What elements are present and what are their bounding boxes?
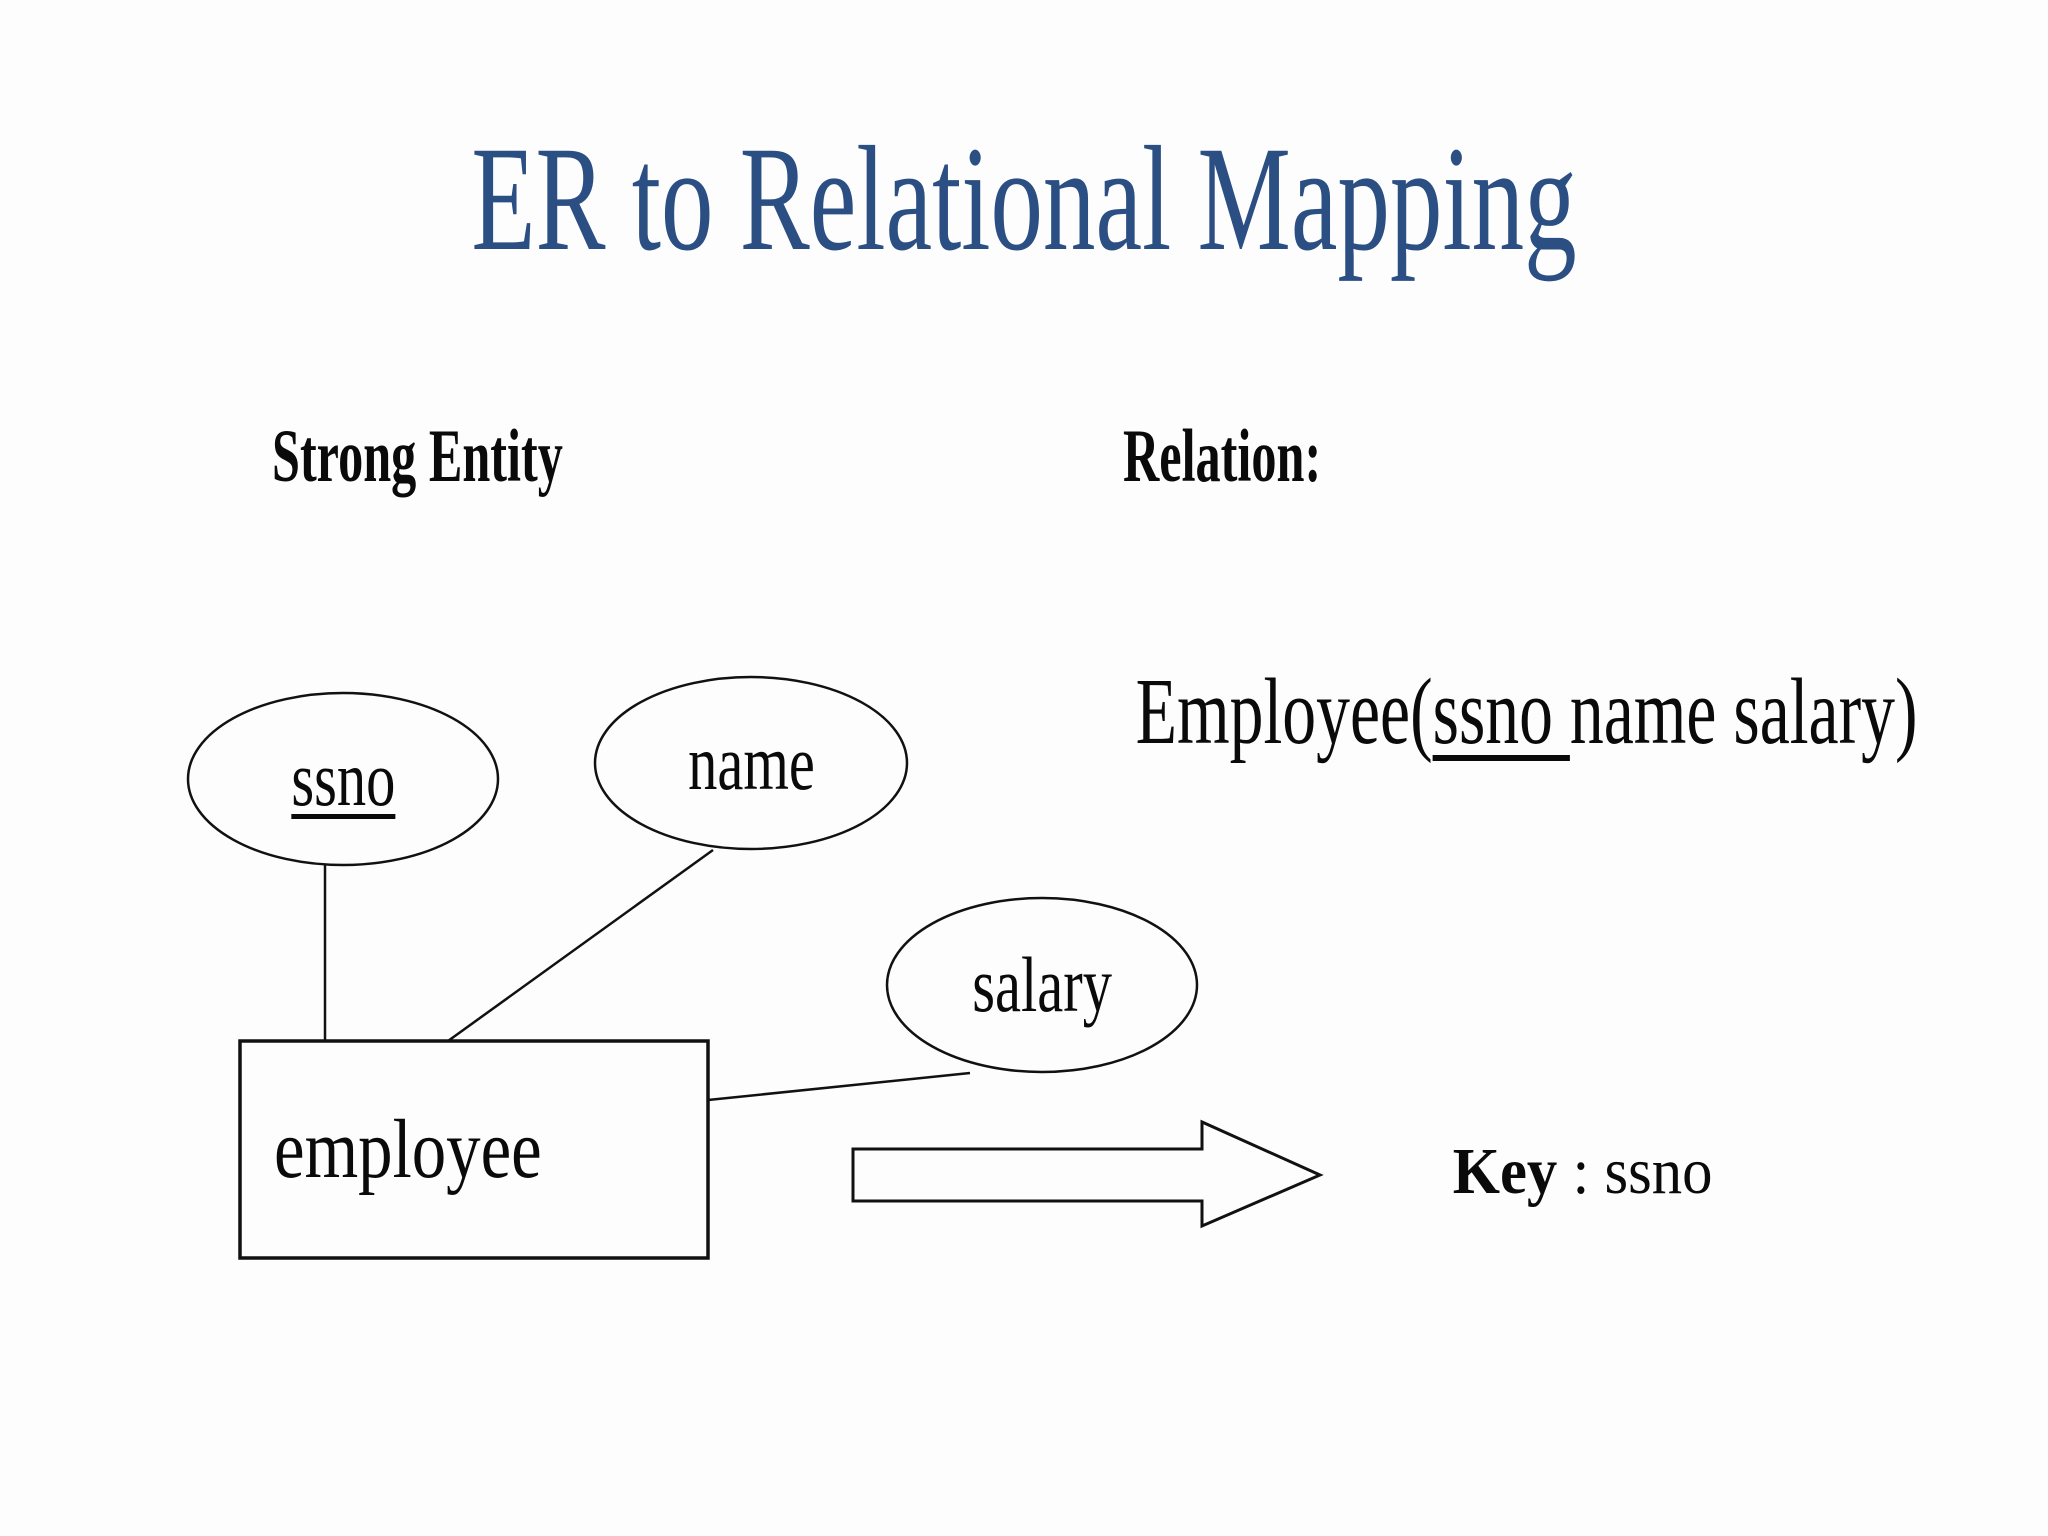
ssno-label: ssno — [290, 735, 396, 822]
name-attribute: name — [595, 677, 907, 849]
ssno-attribute: ssno — [188, 693, 498, 865]
formula-key-underlined: ssno — [1432, 660, 1570, 764]
formula-rest: name salary) — [1569, 660, 1918, 764]
salary-attribute: salary — [887, 898, 1197, 1072]
name-ellipse — [593, 675, 909, 851]
name-label: name — [687, 719, 815, 806]
ssno-ellipse — [186, 691, 500, 867]
salary-ellipse — [885, 896, 1199, 1074]
employee-label: employee — [274, 1102, 542, 1196]
key-line: Key : ssno — [1392, 1073, 1713, 1271]
strong-entity-heading: Strong Entity — [272, 415, 563, 498]
mapping-arrow — [851, 1119, 1324, 1229]
key-separator: : — [1557, 1135, 1605, 1208]
relation-heading: Relation: — [1123, 415, 1322, 498]
formula-prefix: Employee( — [1135, 660, 1433, 764]
key-value: ssno — [1604, 1135, 1713, 1208]
salary-employee-line — [707, 1071, 971, 1102]
slide-title: ER to Relational Mapping — [471, 116, 1577, 282]
employee-entity: employee — [240, 1041, 708, 1258]
salary-label: salary — [972, 941, 1112, 1028]
relation-formula: Employee(ssno name salary) — [1068, 571, 1918, 853]
employee-rectangle — [238, 1039, 710, 1260]
key-label: Key — [1452, 1135, 1558, 1208]
name-employee-line — [447, 848, 714, 1043]
